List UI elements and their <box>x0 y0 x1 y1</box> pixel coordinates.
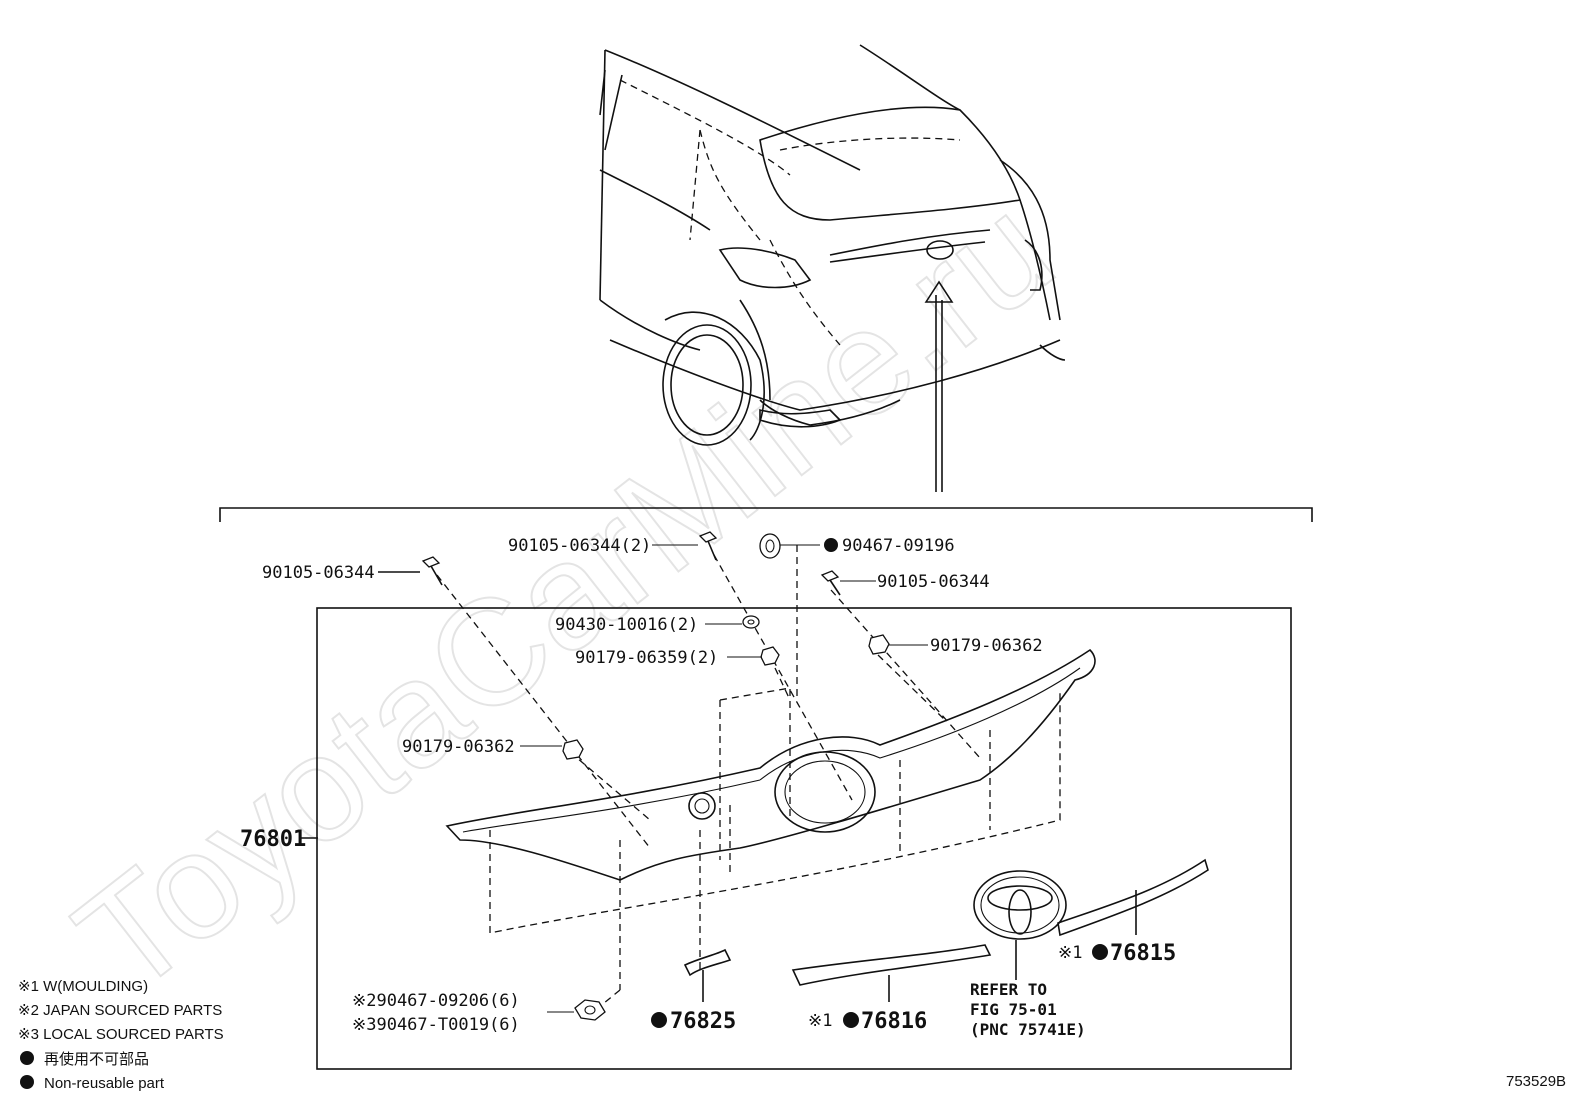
non-reusable-dot-icon <box>651 1012 667 1028</box>
callout-90467-09206: ※290467-09206(6) <box>352 991 520 1011</box>
grommet-icon <box>759 533 781 559</box>
assembly-label-76801: 76801 <box>240 827 306 852</box>
non-reusable-dot-icon <box>1092 944 1108 960</box>
legend-non-reusable-jp: 再使用不可部品 <box>44 1051 149 1068</box>
nut-icon <box>760 646 780 666</box>
legend-note-3: ※3 LOCAL SOURCED PARTS <box>18 1026 224 1043</box>
svg-text:76816: 76816 <box>861 1009 927 1034</box>
part-76815-moulding <box>1057 858 1209 937</box>
svg-text:※1: ※1 <box>808 1011 832 1031</box>
callout-76816: ※1 76816 <box>808 1009 927 1034</box>
nut-icon <box>868 634 890 655</box>
legend-note-2: ※2 JAPAN SOURCED PARTS <box>18 1002 222 1019</box>
refer-note: REFER TO FIG 75-01 (PNC 75741E) <box>970 980 1086 1039</box>
garnish-assembly <box>445 648 1096 990</box>
svg-text:76815: 76815 <box>1110 941 1176 966</box>
callout-90179-06359: 90179-06359(2) <box>575 648 718 668</box>
legend-note-1: ※1 W(MOULDING) <box>18 978 148 995</box>
callout-90179-06362-right: 90179-06362 <box>930 636 1043 656</box>
watermark: ToyotaCarMine.ru <box>46 164 1082 1025</box>
bolt-icon <box>421 556 443 586</box>
part-76816-moulding <box>791 944 992 986</box>
legend: ※1 W(MOULDING) ※2 JAPAN SOURCED PARTS ※3… <box>18 978 224 1092</box>
callout-90467-09196: 90467-09196 <box>824 536 955 556</box>
callout-90179-06362-left: 90179-06362 <box>402 737 515 757</box>
svg-text:(PNC 75741E): (PNC 75741E) <box>970 1020 1086 1039</box>
clip-icon <box>574 999 606 1021</box>
callout-90105-06344-right: 90105-06344 <box>877 572 990 592</box>
non-reusable-dot-icon <box>843 1012 859 1028</box>
fastener-leaders <box>436 545 981 1009</box>
bolt-icon <box>820 570 841 596</box>
non-reusable-dot-icon <box>20 1075 34 1089</box>
toyota-emblem <box>973 870 1067 940</box>
group-bracket <box>219 507 1313 522</box>
callout-76815: ※1 76815 <box>1058 941 1176 966</box>
callout-90430-10016: 90430-10016(2) <box>555 615 698 635</box>
svg-text:76825: 76825 <box>670 1009 736 1034</box>
washer-icon <box>742 615 760 629</box>
callout-90105-06344-2: 90105-06344(2) <box>508 536 651 556</box>
legend-non-reusable-en: Non-reusable part <box>44 1075 165 1092</box>
callout-90467-T0019: ※390467-T0019(6) <box>352 1015 520 1035</box>
bolt-icon <box>698 531 718 561</box>
figure-code: 753529B <box>1506 1073 1566 1090</box>
callout-lines <box>300 544 1137 1013</box>
callout-76825: 76825 <box>651 1009 736 1034</box>
svg-text:※1: ※1 <box>1058 943 1082 963</box>
callout-90105-06344-left: 90105-06344 <box>262 563 375 583</box>
part-76825-piece <box>683 948 732 977</box>
nut-icon <box>562 739 584 760</box>
car-rear-illustration <box>599 44 1066 492</box>
svg-text:REFER TO: REFER TO <box>970 980 1047 999</box>
non-reusable-dot-icon <box>20 1051 34 1065</box>
svg-text:FIG 75-01: FIG 75-01 <box>970 1000 1057 1019</box>
non-reusable-dot-icon <box>824 538 838 552</box>
svg-text:90467-09196: 90467-09196 <box>842 536 955 556</box>
